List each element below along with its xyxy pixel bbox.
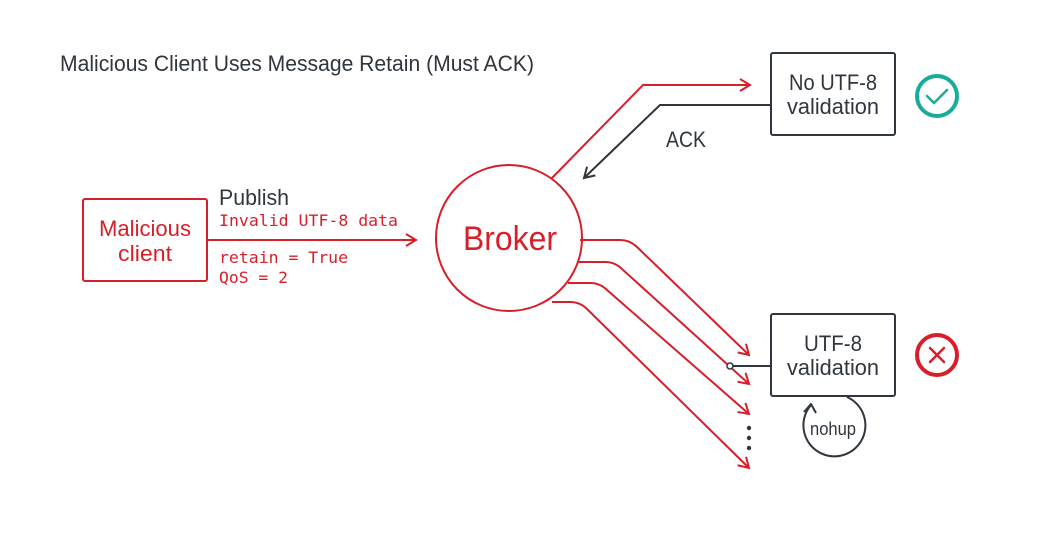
publish-heading: Publish: [219, 185, 289, 210]
nohup-label: nohup: [810, 419, 856, 439]
retransmission-arrows: [552, 239, 751, 470]
broker-circle: [435, 164, 583, 312]
x-circle-icon: [915, 333, 959, 377]
ellipsis-dots: [746, 425, 752, 451]
retransmit-arrow-1: [580, 239, 751, 357]
publish-qos: QoS = 2: [219, 268, 288, 287]
forward-arrow-ok: [550, 78, 752, 180]
broker-label: Broker: [463, 220, 557, 258]
ack-label: ACK: [666, 127, 706, 152]
diagram-title: Malicious Client Uses Message Retain (Mu…: [60, 51, 534, 76]
malicious-client-node: Malicious client: [82, 198, 208, 282]
subscriber-validation-node: UTF-8 validation: [770, 313, 896, 397]
no-validation-line2: validation: [787, 94, 879, 119]
no-validation-line1: No UTF-8: [789, 70, 877, 95]
publish-payload: Invalid UTF-8 data: [219, 211, 398, 230]
publish-retain: retain = True: [219, 248, 348, 267]
ack-arrow: [582, 104, 770, 180]
subscriber-no-validation-node: No UTF-8 validation: [770, 52, 896, 136]
no-validation-box: [770, 52, 896, 136]
check-circle-icon: [915, 74, 959, 118]
broker-node: Broker: [435, 164, 583, 312]
validation-box: [770, 313, 896, 397]
validation-line1: UTF-8: [804, 331, 862, 356]
restart-loop-icon: [802, 396, 867, 458]
retransmit-arrow-3: [568, 282, 751, 416]
validation-line2: validation: [787, 355, 879, 380]
client-label-line1: Malicious: [99, 216, 191, 241]
connector-endpoint: [726, 362, 734, 370]
retransmit-arrow-4: [552, 301, 751, 470]
client-label-line2: client: [118, 241, 172, 266]
retransmit-arrow-2: [577, 261, 751, 386]
